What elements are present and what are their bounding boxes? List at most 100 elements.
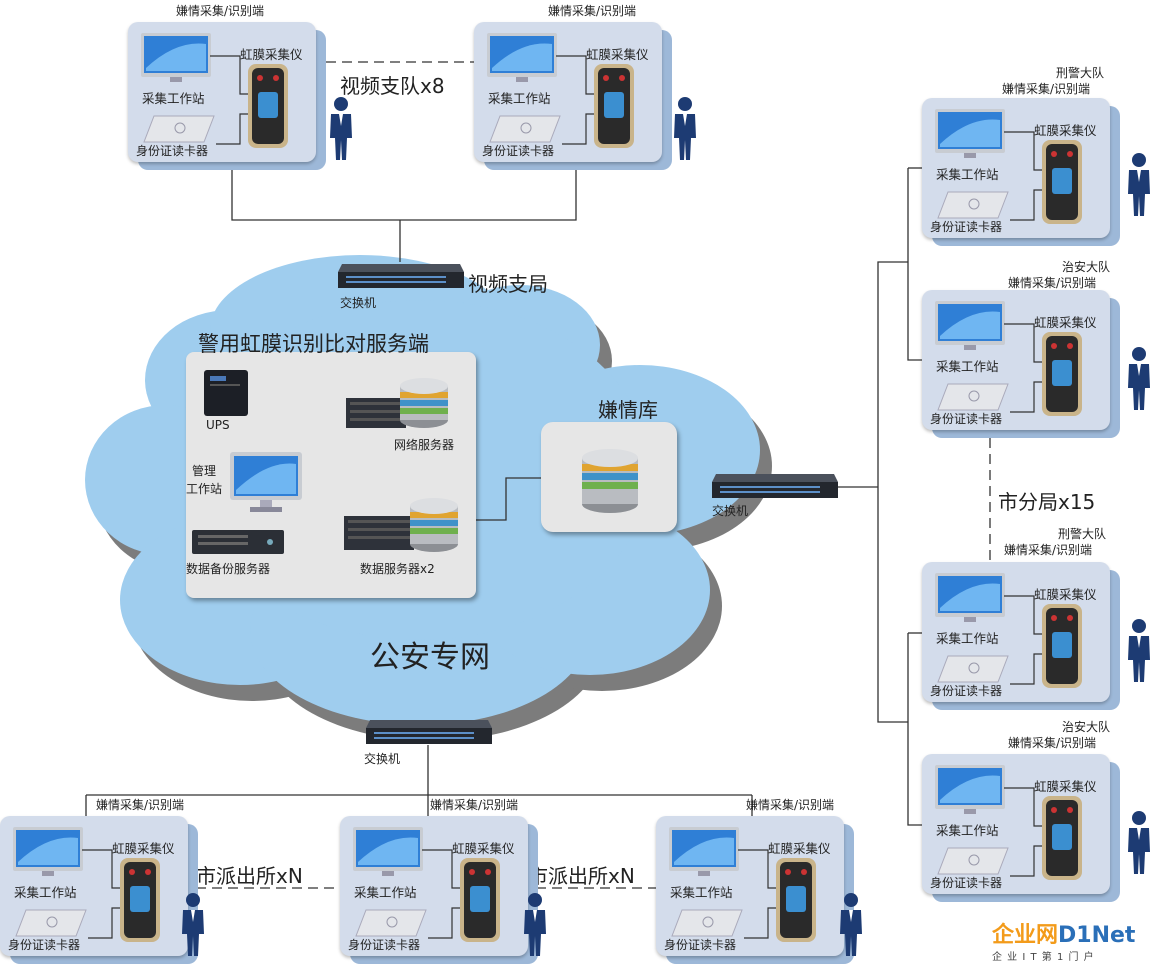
operator-icon — [840, 893, 862, 956]
iris-scanner-label: 虹膜采集仪 — [1034, 779, 1097, 794]
iris-scanner-icon — [120, 858, 160, 942]
ups-label: UPS — [206, 418, 230, 432]
station-wires — [556, 55, 594, 145]
workstation-label: 采集工作站 — [936, 823, 999, 838]
station-right-2: 采集工作站 身份证读卡器 虹膜采集仪 — [922, 290, 1120, 440]
iris-scanner-label: 虹膜采集仪 — [1034, 587, 1097, 602]
mgmt-ws-label-1: 管理 — [192, 464, 217, 478]
station-bottom-1: 采集工作站 身份证读卡器 虹膜采集仪 — [0, 816, 198, 966]
operator-icon — [182, 893, 204, 956]
endpoint-label: 嫌情采集/识别端 — [1008, 276, 1097, 290]
id-card-reader-label: 身份证读卡器 — [8, 938, 81, 952]
ups-icon — [204, 370, 248, 416]
workstation-monitor-icon — [935, 573, 1005, 622]
workstation-label: 采集工作站 — [488, 91, 551, 106]
endpoint-label: 嫌情采集/识别端 — [96, 798, 185, 812]
video-detachment-label: 视频支队x8 — [340, 74, 445, 98]
id-card-reader-icon — [489, 115, 561, 143]
workstation-monitor-icon — [935, 109, 1005, 158]
iris-scanner-icon — [460, 858, 500, 942]
operator-icon — [330, 97, 352, 160]
server-group-title: 警用虹膜识别比对服务端 — [198, 332, 429, 356]
endpoint-label: 嫌情采集/识别端 — [1004, 543, 1093, 557]
workstation-label: 采集工作站 — [142, 91, 205, 106]
video-bureau-label: 视频支局 — [468, 272, 548, 296]
id-card-reader-label: 身份证读卡器 — [136, 144, 209, 158]
workstation-label: 采集工作站 — [936, 167, 999, 182]
operator-icon — [1128, 811, 1150, 874]
operator-icon — [1128, 347, 1150, 410]
station-wires — [1004, 787, 1042, 877]
data-server-label: 数据服务器x2 — [360, 562, 435, 576]
backup-server-label: 数据备份服务器 — [186, 562, 271, 576]
workstation-label: 采集工作站 — [936, 631, 999, 646]
station-right-1: 采集工作站 身份证读卡器 虹膜采集仪 — [922, 98, 1120, 248]
iris-scanner-label: 虹膜采集仪 — [768, 841, 831, 856]
station-wires — [1004, 131, 1042, 221]
bottom-switch-label: 交换机 — [364, 752, 401, 766]
police-station-label-1: 市派出所xN — [196, 864, 303, 888]
data-server-icon — [344, 498, 458, 552]
database-title: 嫌情库 — [598, 398, 658, 422]
iris-scanner-icon — [1042, 604, 1082, 688]
station-right-3: 采集工作站 身份证读卡器 虹膜采集仪 — [922, 562, 1120, 712]
endpoint-label: 嫌情采集/识别端 — [176, 4, 265, 18]
web-server-label: 网络服务器 — [394, 438, 455, 452]
bottom-switch-icon — [366, 720, 492, 744]
id-card-reader-label: 身份证读卡器 — [930, 684, 1003, 698]
endpoint-label: 嫌情采集/识别端 — [1008, 736, 1097, 750]
workstation-monitor-icon — [353, 827, 423, 876]
station-wires — [210, 55, 248, 145]
station-top-right: 采集工作站 身份证读卡器 虹膜采集仪 — [474, 22, 672, 172]
workstation-monitor-icon — [141, 33, 211, 82]
operator-icon — [1128, 619, 1150, 682]
workstation-monitor-icon — [935, 765, 1005, 814]
workstation-monitor-icon — [935, 301, 1005, 350]
iris-scanner-label: 虹膜采集仪 — [1034, 315, 1097, 330]
iris-scanner-label: 虹膜采集仪 — [586, 47, 649, 62]
station-bottom-3: 采集工作站 身份证读卡器 虹膜采集仪 — [656, 816, 854, 966]
top-switch-label: 交换机 — [340, 296, 377, 310]
workstation-label: 采集工作站 — [354, 885, 417, 900]
station-right-4: 采集工作站 身份证读卡器 虹膜采集仪 — [922, 754, 1120, 904]
station-wires — [1004, 595, 1042, 685]
endpoint-label: 嫌情采集/识别端 — [746, 798, 835, 812]
operator-icon — [524, 893, 546, 956]
mgmt-ws-label-2: 工作站 — [186, 482, 223, 496]
endpoint-label: 嫌情采集/识别端 — [430, 798, 519, 812]
iris-scanner-label: 虹膜采集仪 — [112, 841, 175, 856]
unit-label: 刑警大队 — [1057, 527, 1106, 541]
station-wires — [738, 849, 776, 939]
workstation-label: 采集工作站 — [670, 885, 733, 900]
unit-label: 刑警大队 — [1055, 66, 1104, 80]
database-icon — [582, 449, 638, 513]
operator-icon — [674, 97, 696, 160]
id-card-reader-label: 身份证读卡器 — [664, 938, 737, 952]
station-wires — [422, 849, 460, 939]
station-top-left: 采集工作站 身份证读卡器 虹膜采集仪 — [128, 22, 326, 172]
web-server-icon — [346, 378, 448, 428]
right-switch-icon — [712, 474, 838, 498]
operator-icon — [1128, 153, 1150, 216]
iris-scanner-icon — [1042, 332, 1082, 416]
station-wires — [1004, 323, 1042, 413]
id-card-reader-icon — [937, 383, 1009, 411]
iris-scanner-icon — [594, 64, 634, 148]
d1net-logo: 企业网D1Net 企 业 I T 第 1 门 户 — [992, 924, 1152, 964]
backup-server-icon — [192, 530, 284, 554]
id-card-reader-icon — [671, 909, 743, 937]
id-card-reader-icon — [937, 847, 1009, 875]
id-card-reader-icon — [143, 115, 215, 143]
iris-scanner-icon — [776, 858, 816, 942]
police-station-label-2: 市派出所xN — [528, 864, 635, 888]
cloud-label: 公安专网 — [370, 640, 490, 675]
workstation-monitor-icon — [487, 33, 557, 82]
workstation-monitor-icon — [669, 827, 739, 876]
management-workstation-icon — [230, 452, 302, 512]
workstation-label: 采集工作站 — [14, 885, 77, 900]
endpoint-label: 嫌情采集/识别端 — [548, 4, 637, 18]
iris-scanner-icon — [248, 64, 288, 148]
id-card-reader-label: 身份证读卡器 — [482, 144, 555, 158]
id-card-reader-label: 身份证读卡器 — [348, 938, 421, 952]
unit-label: 治安大队 — [1061, 720, 1110, 734]
